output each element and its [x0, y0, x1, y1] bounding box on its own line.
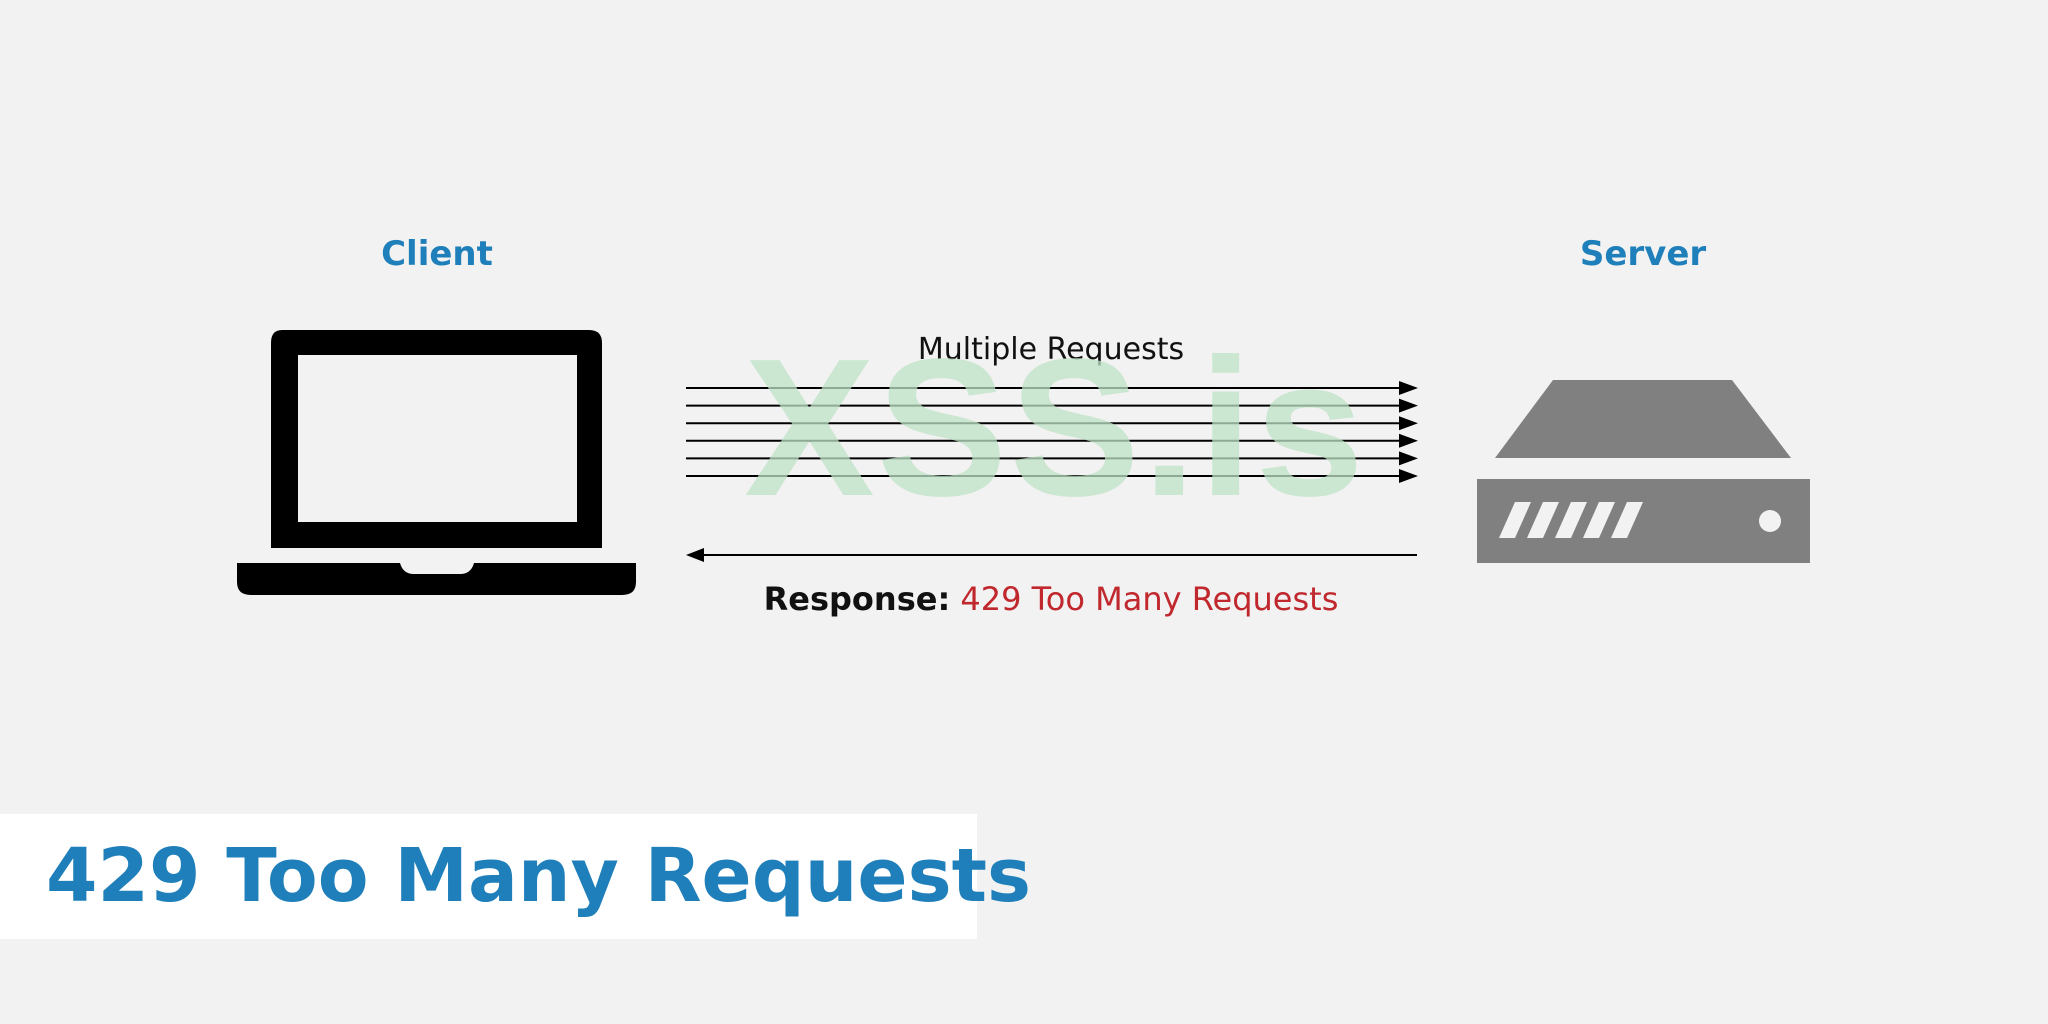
- title-panel: 429 Too Many Requests: [0, 814, 1031, 939]
- server-icon: [1477, 380, 1810, 563]
- response-label: Response: 429 Too Many Requests: [764, 580, 1339, 618]
- request-arrow: [686, 469, 1418, 483]
- response-status: 429 Too Many Requests: [960, 580, 1339, 618]
- request-arrows: [686, 381, 1418, 483]
- request-arrow: [686, 433, 1418, 448]
- client-label: Client: [381, 234, 493, 274]
- request-arrow: [686, 451, 1418, 466]
- laptop-icon: [237, 330, 636, 595]
- response-arrow: [686, 548, 1417, 562]
- watermark: XSS.is: [743, 318, 1367, 537]
- server-status-light: [1759, 510, 1781, 532]
- page-title: 429 Too Many Requests: [46, 833, 1032, 919]
- response-prefix: Response:: [763, 580, 951, 618]
- server-vent-slots: [1499, 502, 1643, 538]
- request-arrow: [686, 381, 1418, 395]
- requests-label: Multiple Requests: [917, 332, 1185, 367]
- request-arrow: [686, 398, 1418, 413]
- server-label: Server: [1579, 234, 1707, 274]
- request-arrow: [686, 416, 1418, 431]
